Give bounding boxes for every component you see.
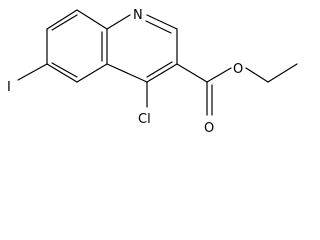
- bond-c3-c4-inner: [146, 61, 173, 78]
- bond-o-ester-ch2: [245, 67, 269, 83]
- bond-c8-c7-inner: [51, 14, 78, 31]
- bond-c6-c5-inner: [51, 62, 78, 78]
- bond-c3-c4: [146, 63, 178, 83]
- atom-oxygen-carbonyl-label: O: [204, 121, 214, 136]
- bond-n1-c2: [146, 14, 178, 30]
- bond-ccarbonyl-o-ester: [206, 67, 232, 83]
- bond-ch2-ch3: [267, 63, 298, 83]
- structure-canvas: N I Cl O O: [7, 8, 298, 136]
- bond-c8-c7: [46, 9, 78, 30]
- atom-oxygen-ester-label: O: [233, 62, 243, 77]
- bond-c8a-n1: [106, 14, 131, 30]
- molecule-drawing: N I Cl O O: [7, 8, 298, 136]
- bond-c6-c5: [46, 63, 78, 83]
- atom-chlorine-label: Cl: [138, 112, 151, 127]
- atom-nitrogen-label: N: [133, 8, 143, 23]
- bond-c3-ccarbonyl: [176, 63, 208, 83]
- atom-iodine-label: I: [7, 80, 11, 95]
- bond-c5-c4a: [76, 63, 108, 83]
- bond-c6-i: [17, 63, 48, 81]
- bond-c4-c4a: [106, 63, 148, 83]
- bond-n1-c2-inner: [145, 20, 172, 34]
- bond-c8a-c8: [76, 9, 108, 30]
